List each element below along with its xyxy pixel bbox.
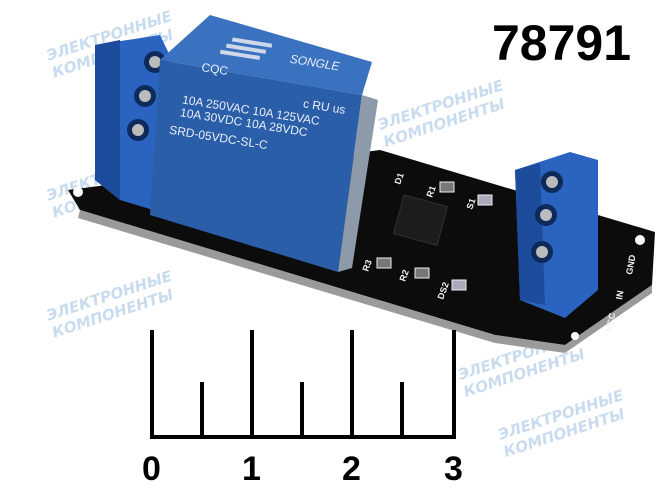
ruler-major-tick (350, 330, 354, 438)
svg-text:R2: R2 (397, 268, 410, 282)
relay: SONGLE CQC c RU us 10A 250VAC 10A 125VAC… (150, 15, 378, 272)
ruler-minor-tick (300, 382, 304, 437)
svg-text:S1: S1 (464, 197, 477, 211)
ruler-label: 3 (444, 450, 463, 488)
product-code: 78791 (492, 15, 631, 71)
svg-text:GND: GND (624, 253, 637, 275)
ruler-major-tick (452, 330, 456, 438)
left-terminal-block (95, 35, 172, 215)
ruler-minor-tick (400, 382, 404, 437)
svg-text:CQC: CQC (201, 60, 230, 78)
ruler-label: 2 (342, 450, 361, 488)
ruler-label: 1 (242, 450, 261, 488)
ruler-major-tick (150, 330, 154, 438)
svg-text:IN: IN (614, 290, 625, 301)
svg-text:D1: D1 (392, 171, 405, 185)
svg-text:c RU us: c RU us (302, 96, 346, 117)
svg-text:R3: R3 (360, 258, 373, 272)
ruler-minor-tick (200, 382, 204, 437)
ruler-label: 0 (142, 450, 161, 488)
svg-text:VCC: VCC (604, 311, 617, 332)
svg-text:R1: R1 (424, 184, 437, 198)
optocoupler (392, 194, 449, 246)
right-terminal-block (515, 152, 598, 318)
ruler: 0 1 2 3 (142, 330, 463, 488)
ruler-major-tick (250, 330, 254, 438)
